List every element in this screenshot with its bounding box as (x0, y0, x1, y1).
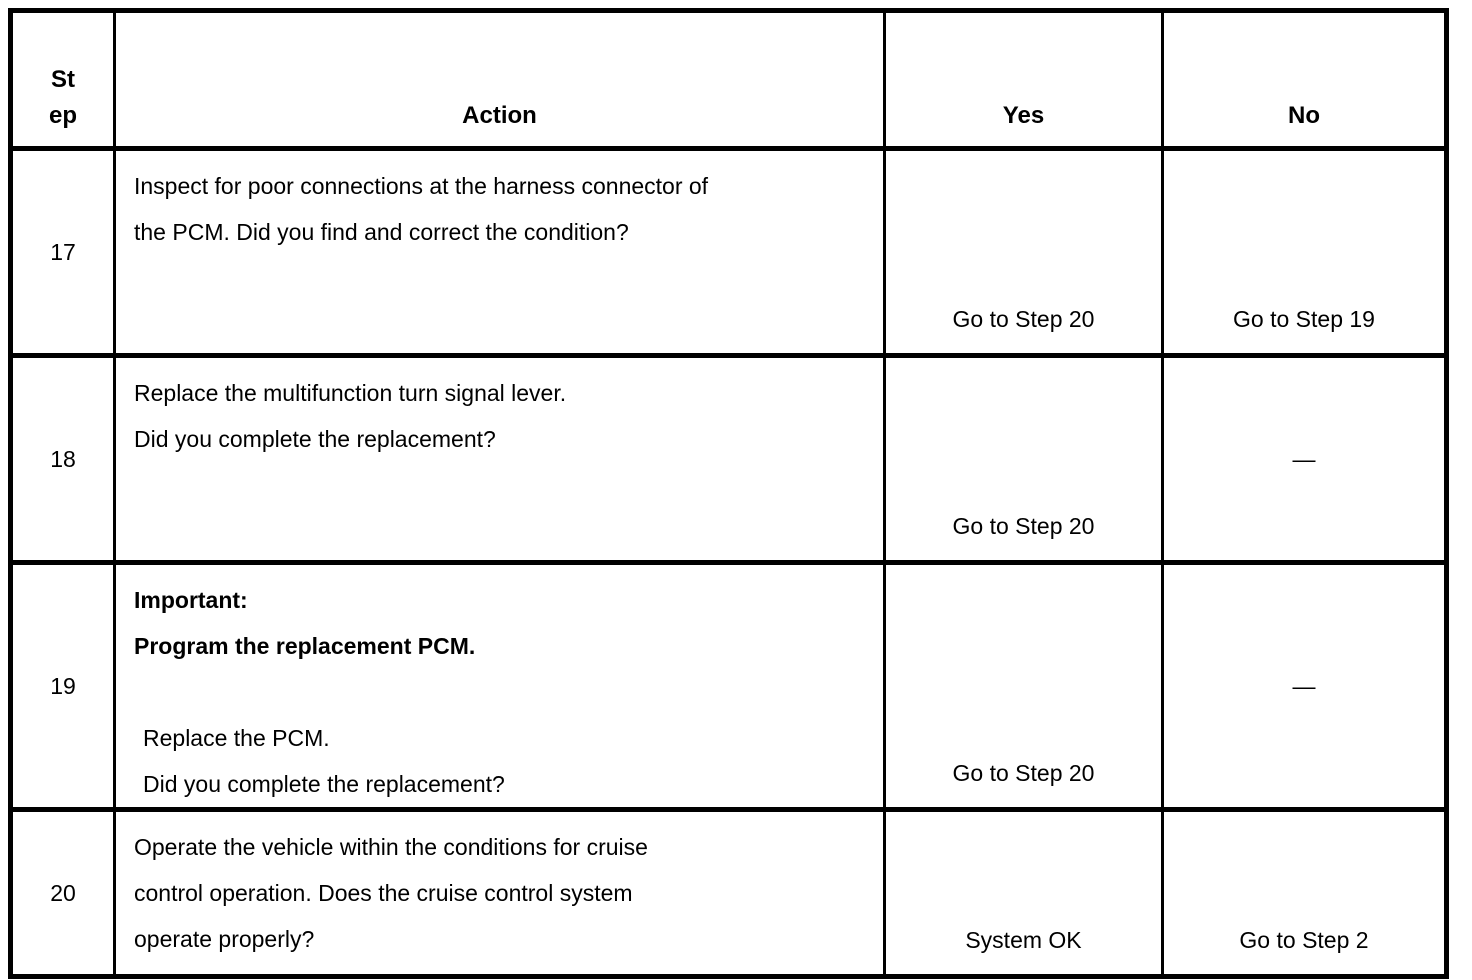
action-line: the PCM. Did you find and correct the co… (134, 219, 629, 245)
action-important-line: Program the replacement PCM. (134, 633, 476, 659)
action-line: Replace the multifunction turn signal le… (134, 380, 567, 406)
yes-cell: System OK (883, 807, 1164, 979)
action-line: Did you complete the replacement? (143, 771, 505, 797)
no-cell: Go to Step 19 (1161, 146, 1448, 358)
step-number: 20 (9, 807, 116, 979)
action-blank-line (134, 669, 867, 715)
action-line: Replace the PCM. (143, 725, 330, 751)
action-line: Did you complete the replacement? (134, 426, 496, 452)
header-cell-yes: Yes (883, 8, 1164, 151)
no-cell-dash: — (1161, 353, 1448, 565)
step-number: 19 (9, 560, 116, 812)
diagnostic-steps-table: St ep Action Yes No 17 Inspect for poor … (8, 8, 1449, 979)
action-line: Operate the vehicle within the condition… (134, 834, 648, 860)
table-row-step-18: 18 Replace the multifunction turn signal… (9, 353, 1448, 565)
action-cell: Important: Program the replacement PCM. … (113, 560, 886, 812)
table-row-step-20: 20 Operate the vehicle within the condit… (9, 807, 1448, 979)
header-cell-action: Action (113, 8, 886, 151)
action-cell: Inspect for poor connections at the harn… (113, 146, 886, 358)
yes-cell: Go to Step 20 (883, 353, 1164, 565)
no-cell-dash: — (1161, 560, 1448, 812)
yes-cell: Go to Step 20 (883, 146, 1164, 358)
header-cell-step: St ep (9, 8, 116, 151)
action-line: operate properly? (134, 926, 315, 952)
table-row-step-17: 17 Inspect for poor connections at the h… (9, 146, 1448, 358)
action-important-label: Important: (134, 587, 248, 613)
step-number: 17 (9, 146, 116, 358)
action-cell: Replace the multifunction turn signal le… (113, 353, 886, 565)
step-number: 18 (9, 353, 116, 565)
yes-cell: Go to Step 20 (883, 560, 1164, 812)
header-cell-no: No (1161, 8, 1448, 151)
header-row: St ep Action Yes No (9, 8, 1448, 151)
action-cell: Operate the vehicle within the condition… (113, 807, 886, 979)
action-line: Inspect for poor connections at the harn… (134, 173, 709, 199)
table-row-step-19: 19 Important: Program the replacement PC… (9, 560, 1448, 812)
no-cell: Go to Step 2 (1161, 807, 1448, 979)
action-line: control operation. Does the cruise contr… (134, 880, 633, 906)
